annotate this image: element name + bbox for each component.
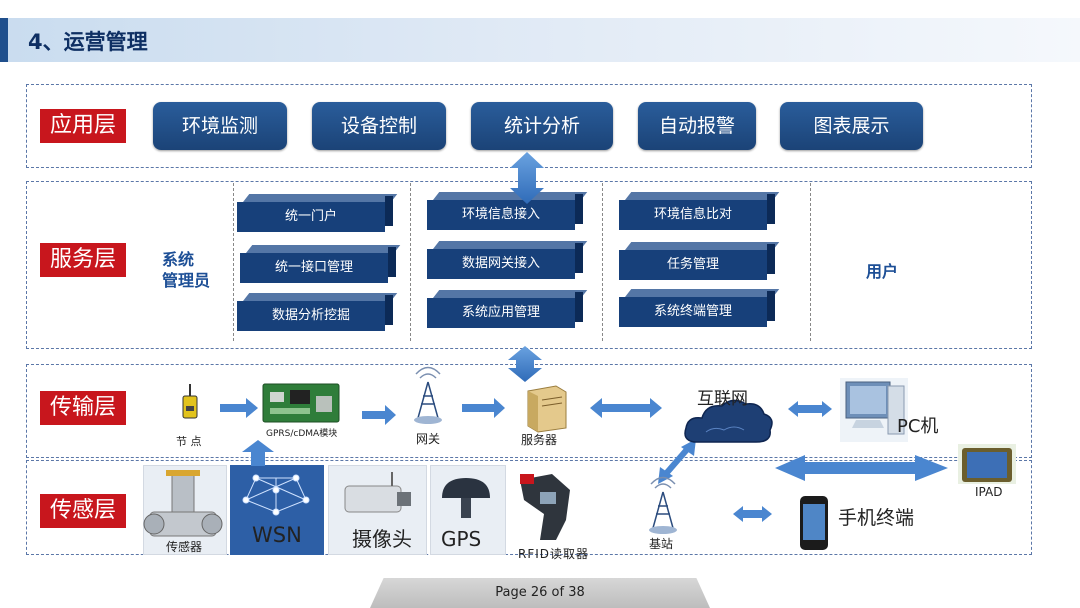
user-label: 用户 (866, 262, 899, 281)
system-admin-line1: 系统 (162, 250, 195, 269)
camera-caption: 摄像头 (352, 527, 412, 551)
double-arrow-icon (775, 455, 948, 481)
title-accent (0, 18, 8, 62)
internet-caption: 互联网 (697, 389, 748, 409)
arrow-right-icon (462, 398, 505, 418)
gateway-tower-icon (414, 366, 442, 424)
double-arrow-icon (788, 401, 832, 417)
double-arrow-icon (508, 346, 542, 382)
service-box: 统一接口管理 (240, 247, 396, 283)
base-station-caption: 基站 (649, 537, 674, 551)
service-layer-label: 服务层 (40, 243, 126, 277)
gateway-caption: 网关 (416, 432, 441, 446)
pc-icon (840, 378, 908, 442)
system-admin-label: 系统 管理员 (162, 249, 210, 291)
node-icon (182, 384, 198, 419)
page-title: 4、运营管理 (28, 30, 148, 54)
service-box: 任务管理 (619, 244, 775, 280)
service-box: 统一门户 (237, 196, 393, 232)
page-footer: Page 26 of 38 (370, 578, 710, 608)
app-device-control: 设备控制 (312, 102, 446, 150)
service-box: 环境信息比对 (619, 194, 775, 230)
double-arrow-icon (733, 506, 772, 522)
gps-caption: GPS (441, 527, 482, 551)
app-chart-display: 图表展示 (780, 102, 923, 150)
service-box: 系统应用管理 (427, 292, 583, 328)
app-env-monitor: 环境监测 (153, 102, 287, 150)
arrow-right-icon (220, 398, 258, 418)
app-layer-label: 应用层 (40, 109, 126, 143)
page-number: Page 26 of 38 (495, 585, 585, 600)
rfid-reader-icon (520, 474, 570, 540)
arrow-up-icon (242, 440, 274, 466)
phone-icon (800, 496, 828, 550)
cloud-icon (684, 399, 773, 443)
sensor-caption: 传感器 (166, 540, 203, 554)
service-box: 系统终端管理 (619, 291, 775, 327)
title-bar: 4、运营管理 (0, 18, 1080, 62)
sensor-pipe-icon (143, 470, 223, 537)
gprs-module-icon (262, 383, 340, 423)
double-arrow-icon (510, 152, 544, 204)
phone-caption: 手机终端 (838, 507, 915, 529)
wsn-network-icon (242, 474, 310, 516)
sensing-layer-label: 传感层 (40, 494, 126, 528)
service-box: 环境信息接入 (427, 194, 583, 230)
transport-layer-label: 传输层 (40, 391, 126, 425)
ipad-icon (958, 444, 1016, 484)
gprs-caption: GPRS/cDMA模块 (266, 429, 338, 439)
arrow-right-icon (362, 405, 396, 425)
service-divider (810, 183, 811, 341)
service-divider (602, 183, 603, 341)
service-divider (410, 183, 411, 341)
pc-caption: PC机 (897, 416, 939, 437)
ipad-caption: IPAD (975, 485, 1003, 499)
app-auto-alarm: 自动报警 (638, 102, 756, 150)
server-icon (527, 385, 567, 433)
base-station-icon (649, 476, 677, 534)
wsn-caption: WSN (252, 523, 302, 547)
camera-icon (344, 472, 411, 513)
double-arrow-icon (590, 398, 662, 418)
app-statistics: 统计分析 (471, 102, 613, 150)
gps-icon (442, 478, 490, 518)
rfid-caption: RFID读取器 (518, 547, 590, 561)
service-divider (233, 183, 234, 341)
service-box: 数据网关接入 (427, 243, 583, 279)
service-box: 数据分析挖掘 (237, 295, 393, 331)
node-caption: 节 点 (176, 435, 202, 448)
system-admin-line2: 管理员 (162, 271, 211, 290)
double-arrow-icon (658, 439, 696, 484)
server-caption: 服务器 (521, 433, 558, 447)
